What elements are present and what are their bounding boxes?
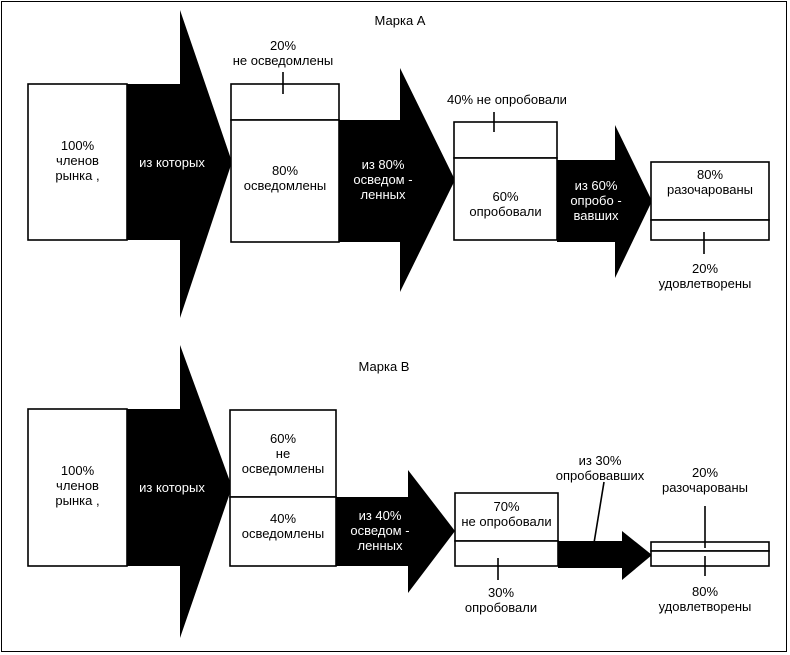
brand-a-tried-box-label: 60% опробовали	[469, 189, 542, 219]
brand-b-arrow3-pointer	[593, 481, 605, 544]
brand-b-unaware-box-label: 60% не осведомлены	[241, 431, 325, 476]
brand-b-arrow-3-label: из 30% опробовавших	[555, 453, 645, 483]
brand-a-arrow-2-label: из 80% осведом - ленных	[353, 157, 413, 202]
brand-a-start-box-label: 100% членов рынка ,	[55, 138, 100, 183]
brand-b-unaware-box	[229, 409, 337, 498]
brand-b-disappointed-box	[650, 541, 770, 552]
brand-b-arrow-1	[127, 345, 232, 638]
brand-a-not-tried-label: 40% не опробовали	[447, 92, 567, 107]
brand-a-satisfied-label: 20% удовлетворены	[658, 261, 752, 291]
brand-a-arrow-1-label: из которых	[139, 155, 205, 170]
brand-a-arrow-1	[127, 10, 232, 318]
brand-b-start-box	[27, 408, 128, 567]
brand-a-arrow-2	[339, 68, 455, 292]
brand-b-start-box-label: 100% членов рынка ,	[55, 463, 100, 508]
brand-a-satisfied-box	[650, 219, 770, 241]
brand-b-tried-label: 30% опробовали	[464, 585, 538, 615]
brand-b-arrow-3	[558, 531, 652, 580]
brand-b-tried-box	[454, 540, 559, 567]
brand-a-aware-box	[230, 119, 340, 243]
brand-b-not-tried-box	[454, 492, 559, 542]
brand-a-disappointed-label: 80% разочарованы	[666, 167, 754, 197]
brand-a-aware-box-label: 80% осведомлены	[243, 163, 327, 193]
brand-b-aware-box-label: 40% осведомлены	[241, 511, 325, 541]
brand-b-aware-box	[229, 496, 337, 567]
brand-b-satisfied-label: 80% удовлетворены	[658, 584, 752, 614]
brand-b-not-tried-box-label: 70% не опробовали	[461, 499, 552, 529]
brand-a-unaware-label: 20% не осведомлены	[232, 38, 334, 68]
brand-b-satisfied-box	[650, 550, 770, 567]
brand-a-start-box	[27, 83, 128, 241]
brand-a-not-tried-box	[453, 121, 558, 159]
brand-a-title: Марка А	[374, 13, 426, 28]
brand-b-arrow-2-label: из 40% осведом - ленных	[350, 508, 410, 553]
brand-b-arrow-1-label: из которых	[139, 480, 205, 495]
brand-a-arrow-3-label: из 60% опробо - вавших	[570, 178, 622, 223]
brand-a-unaware-box	[230, 83, 340, 121]
brand-a-tried-box	[453, 157, 558, 241]
brand-b-title: Марка В	[358, 359, 410, 374]
brand-a-arrow-3	[557, 125, 652, 278]
brand-b-disappointed-label: 20% разочарованы	[661, 465, 749, 495]
brand-b-arrow-2	[336, 470, 455, 593]
